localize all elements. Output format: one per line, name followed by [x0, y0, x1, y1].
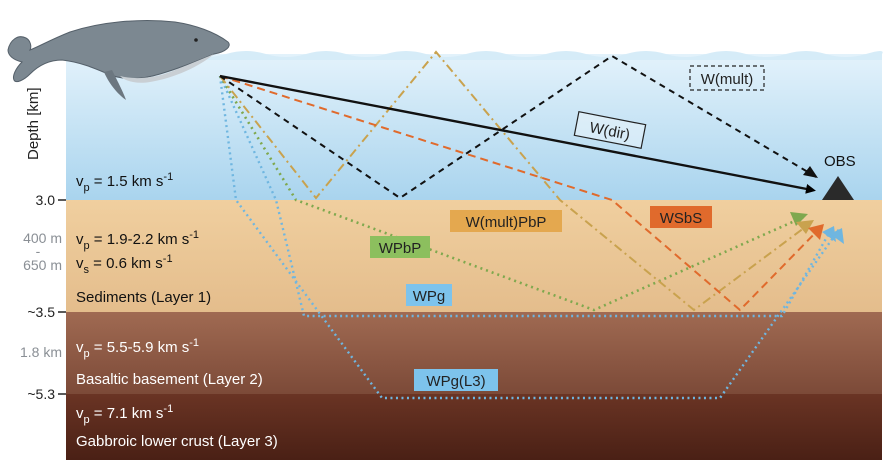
svg-text:WPbP: WPbP	[379, 240, 422, 257]
obs-label: OBS	[824, 153, 856, 170]
basalt-velocity: vp = 5.5-5.9 km s-1	[76, 337, 199, 360]
ray-arrowheads	[790, 166, 844, 244]
label-wdir: W(dir)	[573, 111, 647, 149]
ray-wpg-l3	[218, 75, 841, 400]
obs-icon	[822, 176, 854, 200]
svg-text:WPg: WPg	[413, 288, 446, 305]
gabbro-name: Gabbroic lower crust (Layer 3)	[76, 433, 278, 450]
label-wpbp: WPbP	[370, 236, 430, 258]
ray-paths	[218, 50, 841, 400]
water-layer	[66, 54, 882, 200]
thickness-650m: 650 m	[23, 257, 62, 273]
label-wsbs: WSbS	[650, 206, 712, 228]
water-velocity: vp = 1.5 km s-1	[76, 171, 173, 194]
gabbro-velocity: vp = 7.1 km s-1	[76, 403, 173, 426]
svg-text:W(mult): W(mult)	[701, 71, 754, 88]
sediment-velocity-p: vp = 1.9-2.2 km s-1	[76, 229, 199, 252]
depth-tick-3-0: 3.0	[36, 192, 56, 208]
thickness-dash: -	[36, 243, 41, 259]
label-wpg: WPg	[406, 284, 452, 306]
label-wmultpbp: W(mult)PbP	[450, 210, 562, 232]
svg-text:W(mult)PbP: W(mult)PbP	[466, 214, 547, 231]
sediment-velocity-s: vs = 0.6 km s-1	[76, 253, 173, 276]
depth-axis-label: Depth [km]	[25, 87, 42, 160]
svg-text:WPg(L3): WPg(L3)	[426, 373, 485, 390]
thickness-1-8km: 1.8 km	[20, 344, 62, 360]
ray-wsbs	[219, 75, 823, 312]
sea-surface	[66, 51, 883, 60]
ray-wmultpbp	[219, 50, 813, 312]
basalt-name: Basaltic basement (Layer 2)	[76, 371, 263, 388]
label-wmult: W(mult)	[689, 65, 765, 91]
whale-icon	[7, 19, 230, 100]
svg-text:WSbS: WSbS	[660, 210, 703, 227]
ray-wdir	[219, 74, 816, 194]
thickness-400m: 400 m	[23, 230, 62, 246]
label-wpg-l3: WPg(L3)	[414, 369, 498, 391]
depth-tick-3-5: ~3.5	[27, 304, 55, 320]
ray-wmult	[219, 54, 819, 200]
sediment-name: Sediments (Layer 1)	[76, 289, 211, 306]
ray-wpbp	[218, 75, 807, 312]
depth-tick-5-3: ~5.3	[27, 386, 55, 402]
gabbro-layer	[66, 394, 882, 460]
